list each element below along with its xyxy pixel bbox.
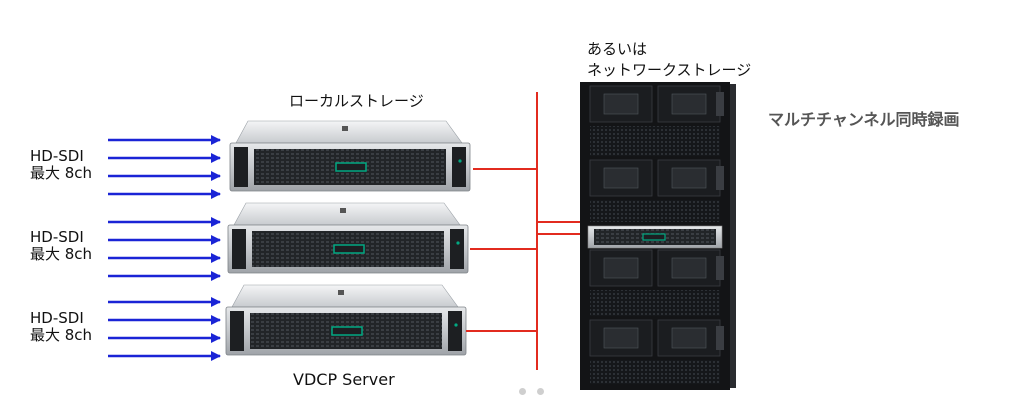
server-right-ear <box>448 311 462 351</box>
drawer-side-latch <box>716 166 724 190</box>
drawer-handle <box>671 327 707 349</box>
server-1-input-channels: 最大 8ch <box>30 164 93 182</box>
drawer-handle <box>671 93 707 115</box>
local-storage-label: ローカルストレージ <box>289 92 424 110</box>
rack-vent-panel <box>590 290 720 316</box>
storage-connectors <box>466 92 590 370</box>
server-top <box>231 284 459 308</box>
storage-drawer <box>589 249 653 287</box>
server-top <box>235 120 463 144</box>
rack-vent-panel <box>590 360 720 384</box>
hpe-green-bezel <box>642 233 666 241</box>
server-1 <box>229 120 471 192</box>
rack-vent-panel <box>590 200 720 222</box>
status-led <box>454 323 458 327</box>
server-left-ear <box>230 311 244 351</box>
server-left-ear <box>232 229 246 269</box>
pagination-dots <box>519 380 555 399</box>
hpe-green-bezel <box>333 244 365 254</box>
drawer-side-latch <box>716 326 724 350</box>
hpe-green-bezel <box>335 162 367 172</box>
hpe-logo-icon <box>342 126 348 131</box>
server-left-ear <box>234 147 248 187</box>
rack-side <box>730 84 736 388</box>
network-storage-label-line1: あるいは <box>587 40 648 58</box>
server-2 <box>227 202 469 274</box>
drawer-handle <box>603 327 639 349</box>
rack-vent-panel <box>590 126 720 156</box>
network-storage-rack <box>580 82 736 390</box>
server-stack <box>225 120 471 356</box>
vdcp-server-label: VDCP Server <box>293 370 395 389</box>
hpe-logo-icon <box>338 290 344 295</box>
server-3-input-type: HD-SDI <box>30 309 84 327</box>
server-2-input-channels: 最大 8ch <box>30 245 93 263</box>
drawer-handle <box>603 167 639 189</box>
page-dot[interactable] <box>537 388 544 395</box>
hpe-green-bezel <box>331 326 363 336</box>
drawer-handle <box>671 167 707 189</box>
drawer-handle <box>603 93 639 115</box>
hpe-logo-icon <box>340 208 346 213</box>
network-storage-label-line2: ネットワークストレージ <box>587 61 752 79</box>
server-3-input-channels: 最大 8ch <box>30 326 93 344</box>
server-top <box>233 202 461 226</box>
page-dot[interactable] <box>519 388 526 395</box>
status-led <box>458 159 462 163</box>
drawer-side-latch <box>716 92 724 116</box>
server-1-input-type: HD-SDI <box>30 147 84 165</box>
status-led <box>456 241 460 245</box>
server-right-ear <box>450 229 464 269</box>
server-2-input-type: HD-SDI <box>30 228 84 246</box>
drawer-handle <box>603 257 639 279</box>
server-right-ear <box>452 147 466 187</box>
server-3 <box>225 284 467 356</box>
drawer-side-latch <box>716 256 724 280</box>
hd-sdi-input-arrows <box>108 135 221 361</box>
drawer-handle <box>671 257 707 279</box>
multichannel-recording-title: マルチチャンネル同時録画 <box>768 110 960 129</box>
